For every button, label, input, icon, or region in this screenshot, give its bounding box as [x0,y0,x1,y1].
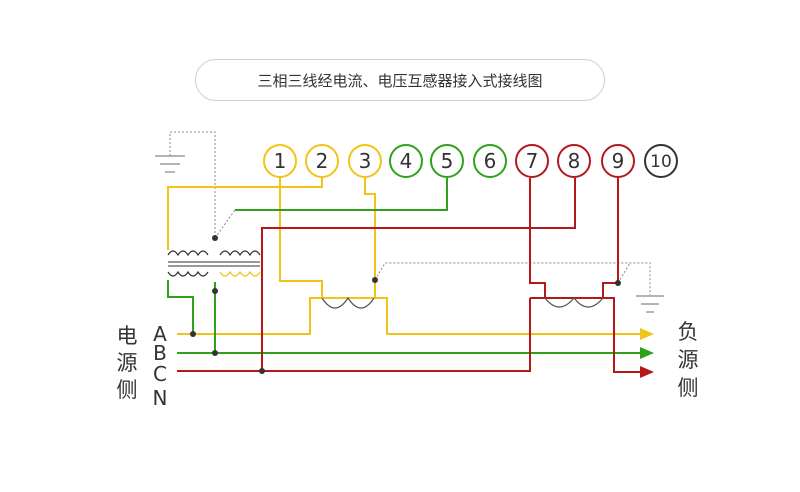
terminal-label: 1 [274,149,287,173]
terminal-label: 3 [359,149,372,173]
wire-ct-c [530,297,640,373]
ground-dotted-line-left [169,131,216,238]
wire-pt-b [167,280,194,334]
load-char: 负 [678,320,699,344]
terminal-label: 10 [650,152,672,172]
phase-label-c: C [153,362,167,386]
load-char: 源 [678,348,699,372]
terminal-4: 4 [389,144,423,178]
terminal-3: 3 [348,144,382,178]
phase-label-b: B [153,341,167,365]
source-side-label: 电 源 侧 [117,324,138,402]
wire-terminal-7 [529,178,546,298]
wire-phase-a [177,310,311,335]
arrow-phase-b [640,347,654,359]
phase-label-a: A [153,322,167,346]
wire-terminal-2 [167,178,323,250]
load-char: 侧 [678,376,699,400]
wire-terminal-3 [364,178,376,280]
ground-symbol-right [636,295,664,313]
pt-core [168,261,260,267]
terminal-label: 6 [484,149,497,173]
terminal-label: 7 [526,149,539,173]
terminal-6: 6 [473,144,507,178]
phase-labels: A B C N [153,322,168,410]
pt-coil-lower [167,270,261,277]
source-char: 源 [117,351,138,375]
terminal-label: 9 [612,149,625,173]
diagram-title: 三相三线经电流、电压互感器接入式接线图 [195,59,605,101]
arrow-phase-c [640,366,654,378]
wire-ct-a-upper [309,297,640,335]
terminal-10: 10 [644,144,678,178]
terminal-1: 1 [263,144,297,178]
wire-terminal-5 [235,178,448,211]
source-char: 电 [117,324,138,348]
ct-coil-c [544,297,604,308]
terminal-row: 1 2 3 4 5 6 7 8 9 10 [263,144,678,178]
junction-dots [190,235,621,374]
wire-terminal-8 [261,178,576,371]
terminal-label: 4 [400,149,413,173]
terminal-label: 2 [316,149,329,173]
terminal-5: 5 [430,144,464,178]
ground-dotted-line-right [374,262,651,295]
tap-dotted-line [214,209,236,239]
wire-phase-c [177,298,531,372]
wire-terminal-1 [279,178,323,298]
arrow-phase-a [640,328,654,340]
terminal-label: 5 [441,149,454,173]
source-char: 侧 [117,378,138,402]
terminal-9: 9 [601,144,635,178]
phase-label-n: N [153,386,168,410]
tap-dotted-line-right [617,262,631,284]
terminal-label: 8 [568,149,581,173]
ct-coil-a [321,296,375,309]
wire-terminal-9 [602,178,619,298]
dotted-lines [169,131,651,295]
yellow-wires [167,178,640,335]
terminal-8: 8 [557,144,591,178]
red-wires [177,178,640,373]
load-side-label: 负 源 侧 [678,320,699,400]
terminal-7: 7 [515,144,549,178]
terminal-2: 2 [305,144,339,178]
ground-symbol-left [155,155,185,173]
pt-coil-upper [167,250,261,257]
